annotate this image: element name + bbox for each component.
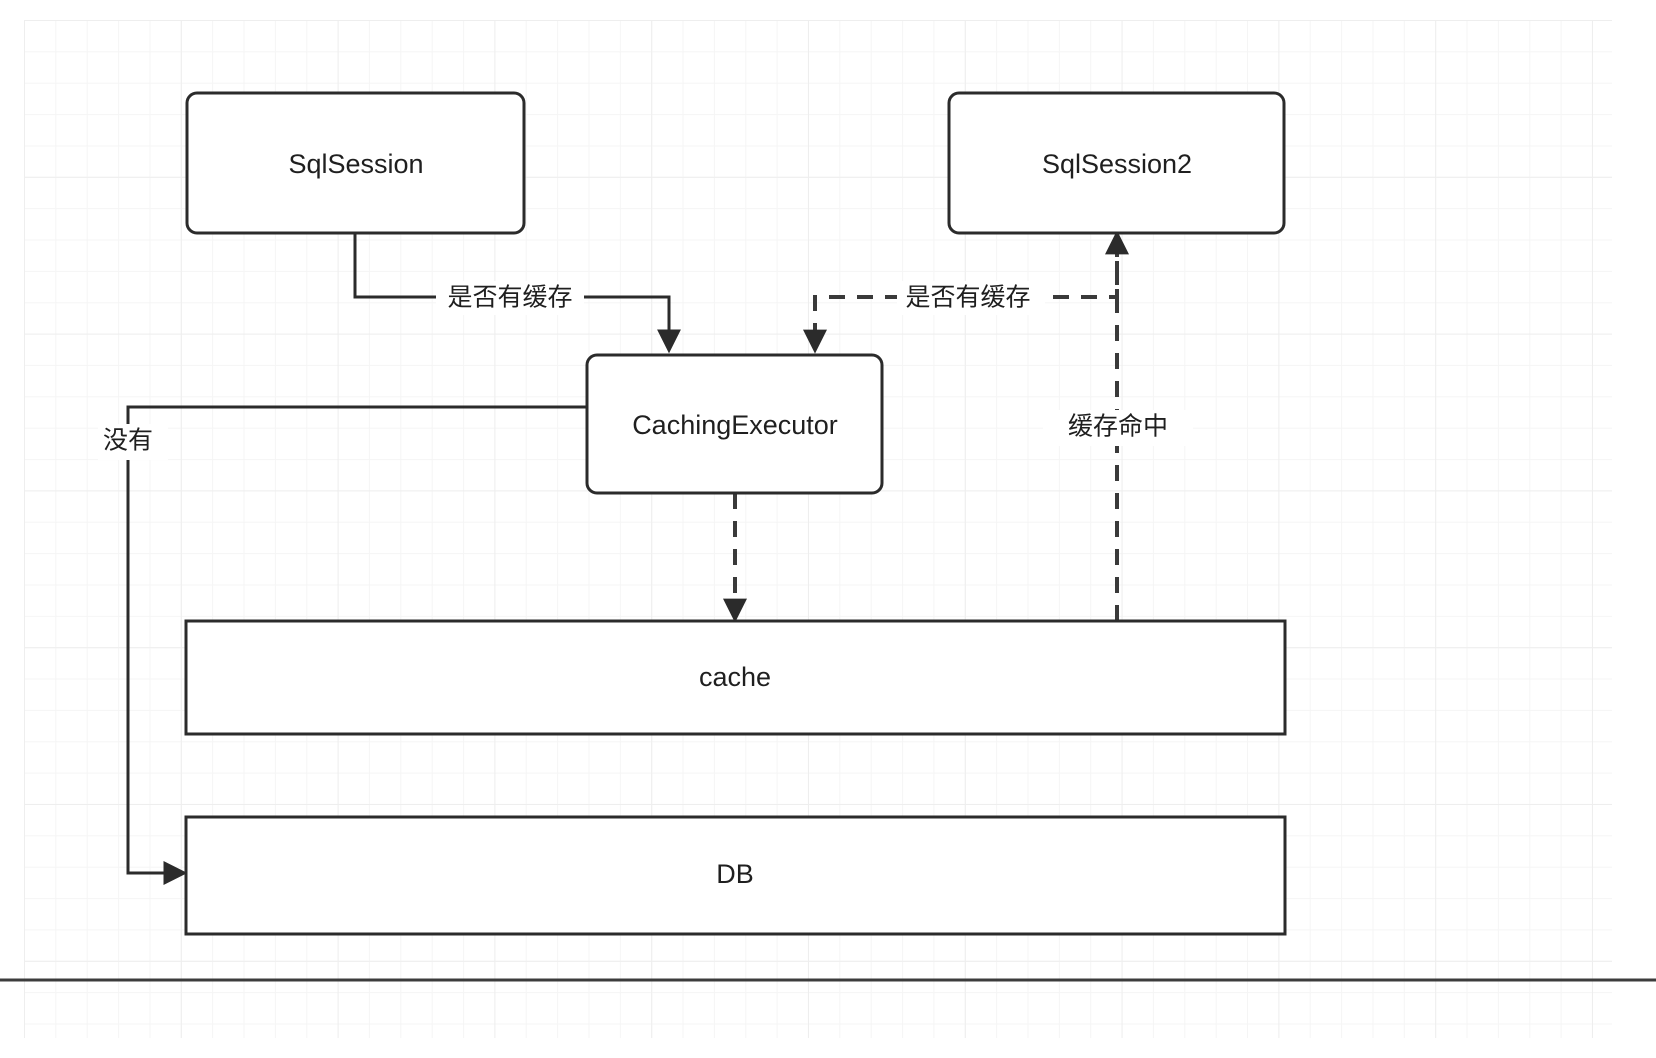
node-cache-shape[interactable] <box>184 619 1287 736</box>
node-sqlsession2[interactable]: SqlSession2 <box>947 91 1286 235</box>
node-sqlsession2-shape[interactable] <box>947 91 1286 235</box>
edge-label-backdrop-no-cache <box>98 424 168 460</box>
node-sqlsession[interactable]: SqlSession <box>185 91 526 235</box>
edge-label-cache-hit: 缓存命中 <box>1068 413 1168 441</box>
node-sqlsession-shape[interactable] <box>185 91 526 235</box>
node-cachingexecutor[interactable]: CachingExecutor <box>585 353 884 495</box>
node-sqlsession-label: SqlSession <box>288 149 423 179</box>
edge-cachingexecutor-to-db[interactable]: 没有 <box>98 405 587 885</box>
edge-sqlsession-to-cachingexecutor[interactable]: 是否有缓存 <box>353 233 681 354</box>
edge-label-no-cache: 没有 <box>103 427 153 455</box>
edge-label-backdrop-cache-hit <box>1043 410 1193 446</box>
node-cache[interactable]: cache <box>184 619 1287 736</box>
edge-label-has-cache-right: 是否有缓存 <box>905 284 1030 312</box>
node-cachingexecutor-label: CachingExecutor <box>632 410 838 440</box>
node-cachingexecutor-shape[interactable] <box>585 353 884 495</box>
edge-path-has-cache-right <box>803 233 1119 354</box>
edge-cache-to-sqlsession2[interactable]: 缓存命中 <box>1043 230 1193 621</box>
node-db-shape[interactable] <box>184 815 1287 936</box>
edge-sqlsession2-to-cachingexecutor[interactable]: 是否有缓存 <box>803 233 1119 354</box>
edge-path-no-cache <box>126 405 587 885</box>
edge-label-backdrop-has-cache-left <box>436 281 584 315</box>
node-db[interactable]: DB <box>184 815 1287 936</box>
node-db-label: DB <box>716 859 754 889</box>
node-cache-label: cache <box>699 662 771 692</box>
edge-label-has-cache-left: 是否有缓存 <box>447 284 572 312</box>
edge-label-backdrop-has-cache-right <box>897 281 1045 315</box>
node-sqlsession2-label: SqlSession2 <box>1042 149 1192 179</box>
